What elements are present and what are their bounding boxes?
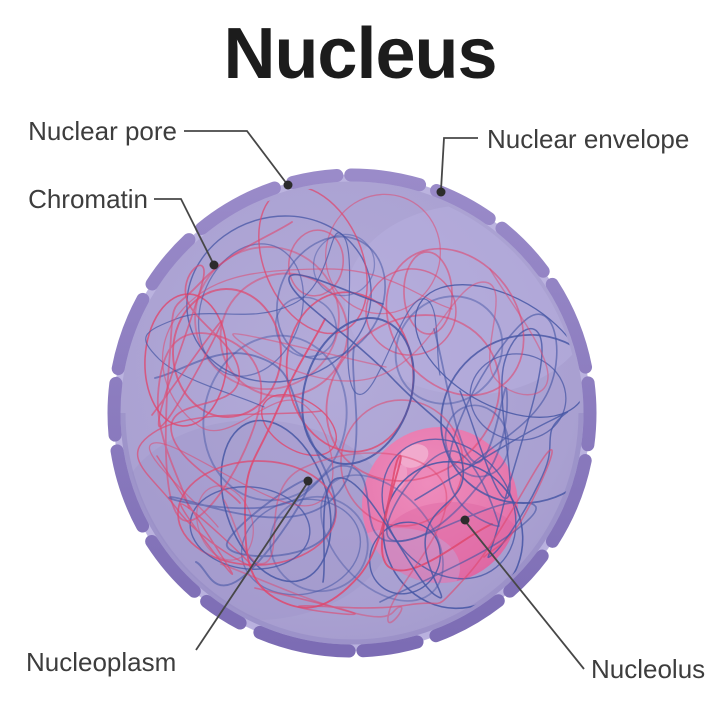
- leader-nuclear-envelope: [440, 137, 478, 191]
- dot-chromatin: [209, 260, 219, 270]
- leader-nucleoplasm: [195, 481, 309, 651]
- leader-nuclear-pore: [184, 130, 288, 185]
- label-nucleolus: Nucleolus: [591, 654, 706, 684]
- label-nuclear-pore: Nuclear pore: [28, 116, 177, 146]
- label-chromatin: Chromatin: [28, 184, 148, 214]
- nuclear-envelope-ring: [107, 168, 597, 658]
- dot-nuclear-envelope: [436, 187, 446, 197]
- nucleolus-highlight: [399, 444, 429, 468]
- dot-nucleoplasm: [303, 476, 313, 486]
- leader-nucleolus: [464, 520, 585, 670]
- dot-nucleolus: [460, 515, 470, 525]
- chromatin-strands: [136, 185, 580, 624]
- leader-chromatin: [154, 198, 214, 264]
- page-title: Nucleus: [223, 14, 497, 94]
- leader-dots: [209, 180, 470, 525]
- label-nuclear-envelope: Nuclear envelope: [487, 124, 690, 154]
- label-nucleoplasm: Nucleoplasm: [26, 647, 177, 677]
- dot-nuclear-pore: [283, 180, 293, 190]
- leader-lines: [154, 130, 585, 670]
- inner-shadow-arc: [116, 412, 588, 649]
